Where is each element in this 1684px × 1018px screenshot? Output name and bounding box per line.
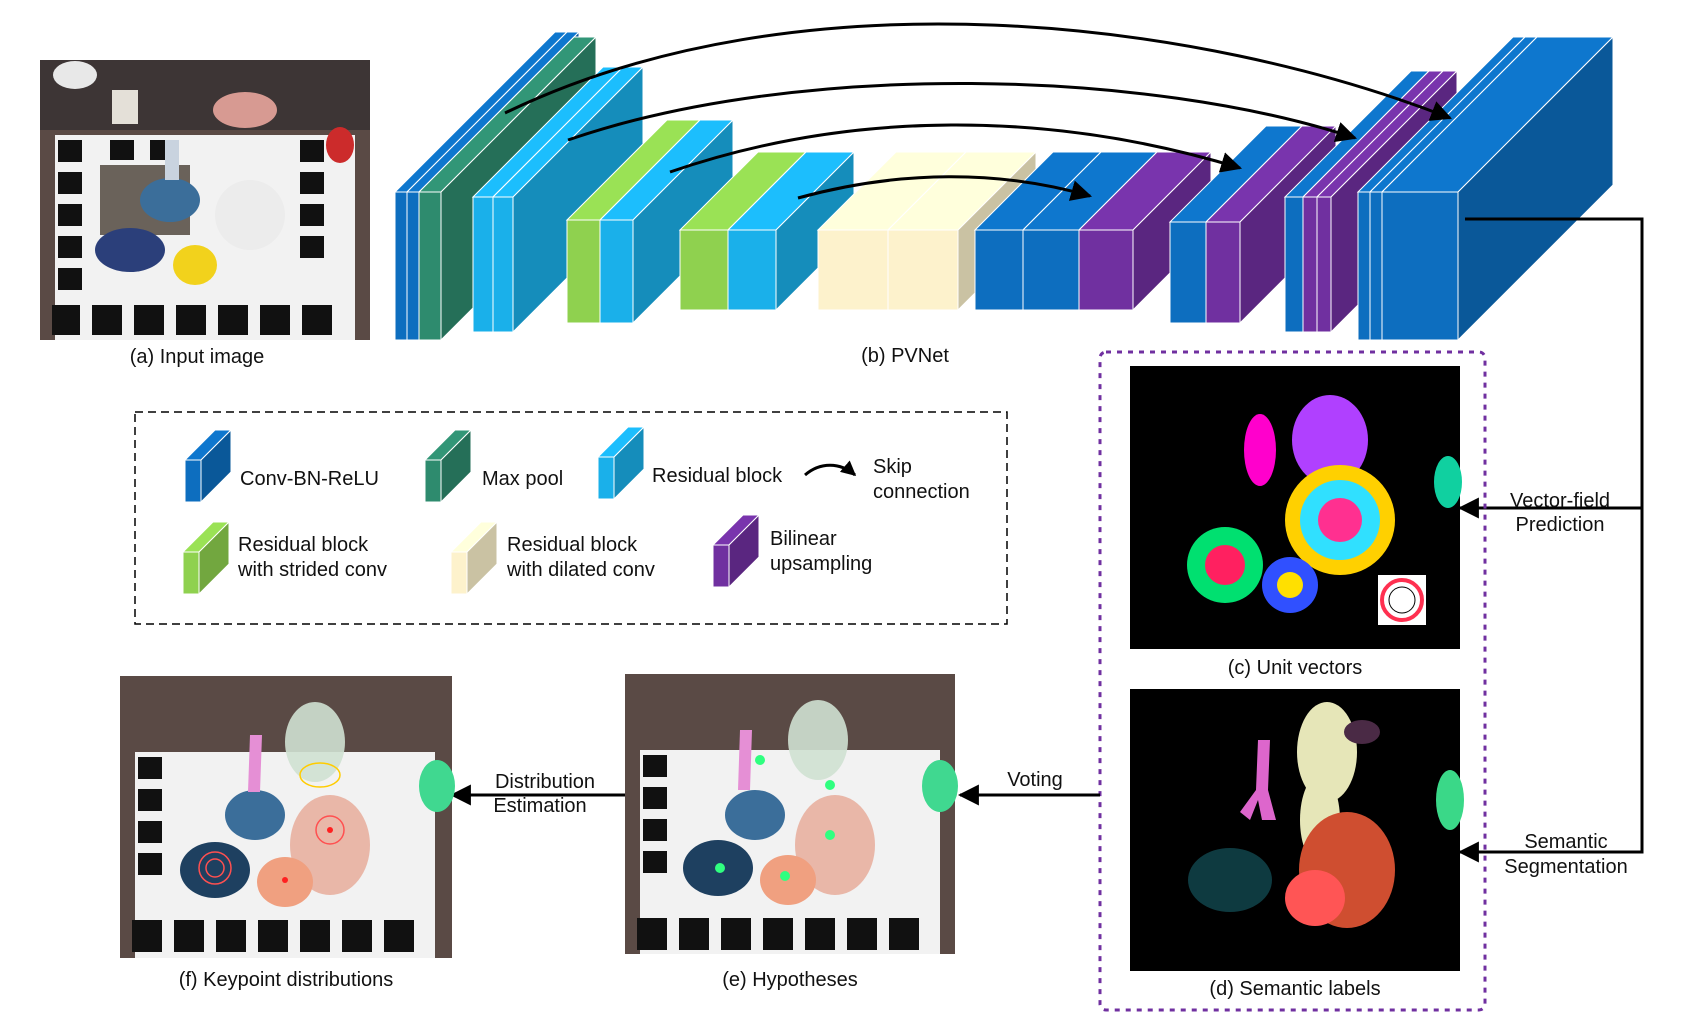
skip-connection-4 <box>797 175 1093 201</box>
pvnet-network <box>393 30 1615 342</box>
legend-skip-label-line2: connection <box>873 481 970 503</box>
legend-residual-swatch <box>596 425 646 501</box>
skip-connection-3 <box>669 123 1243 174</box>
legend-skip-label-line1: Skip <box>873 456 912 478</box>
distribution-label-line2: Estimation <box>493 795 586 817</box>
caption-semantic-labels: (d) Semantic labels <box>1209 978 1380 1000</box>
legend-strided-label-line1: Residual block <box>238 534 369 556</box>
caption-hypotheses: (e) Hypotheses <box>722 969 858 991</box>
block-residual-2 <box>491 65 645 334</box>
legend-residual-label: Residual block <box>652 465 783 487</box>
caption-input-image: (a) Input image <box>130 346 265 368</box>
caption-pvnet: (b) PVNet <box>861 345 949 367</box>
keypoint-distributions-image <box>120 676 455 958</box>
skip-connection-2 <box>567 81 1357 143</box>
legend-bilinear-label-line2: upsampling <box>770 553 872 575</box>
legend-conv-swatch <box>183 428 233 504</box>
legend-bilinear-swatch <box>711 513 761 589</box>
distribution-label-line1: Distribution <box>495 771 595 793</box>
semantic-labels-image <box>1130 689 1464 971</box>
legend-box <box>134 411 1008 625</box>
skip-connections <box>504 22 1452 201</box>
legend-bilinear-label-line1: Bilinear <box>770 528 837 550</box>
unit-vectors-image <box>1130 366 1462 649</box>
input-image <box>40 60 370 340</box>
caption-keypoint-distributions: (f) Keypoint distributions <box>179 969 394 991</box>
semantic-label-line2: Segmentation <box>1504 856 1627 878</box>
semantic-label-line1: Semantic <box>1524 831 1607 853</box>
legend-dilated-label-line1: Residual block <box>507 534 638 556</box>
legend-conv-label: Conv-BN-ReLU <box>240 468 379 490</box>
vector-field-label-line1: Vector-field <box>1510 490 1610 512</box>
legend-dilated-swatch <box>449 520 499 596</box>
hypotheses-image <box>625 674 958 954</box>
legend <box>181 425 761 596</box>
legend-strided-label-line2: with strided conv <box>237 559 387 581</box>
legend-maxpool-label: Max pool <box>482 468 563 490</box>
vector-field-label-line2: Prediction <box>1516 514 1605 536</box>
caption-unit-vectors: (c) Unit vectors <box>1228 657 1362 679</box>
output-group-box <box>1098 350 1487 1012</box>
legend-strided-swatch <box>181 520 231 596</box>
legend-dilated-label-line2: with dilated conv <box>506 559 655 581</box>
legend-maxpool-swatch <box>423 428 473 504</box>
output-connector <box>1457 217 1644 863</box>
legend-skip-arrow <box>804 460 857 477</box>
skip-connection-1 <box>504 22 1452 121</box>
block-residual-3 <box>598 118 735 325</box>
block-residual-4 <box>726 150 856 312</box>
voting-label: Voting <box>1007 769 1063 791</box>
block-output-conv <box>1380 35 1615 342</box>
